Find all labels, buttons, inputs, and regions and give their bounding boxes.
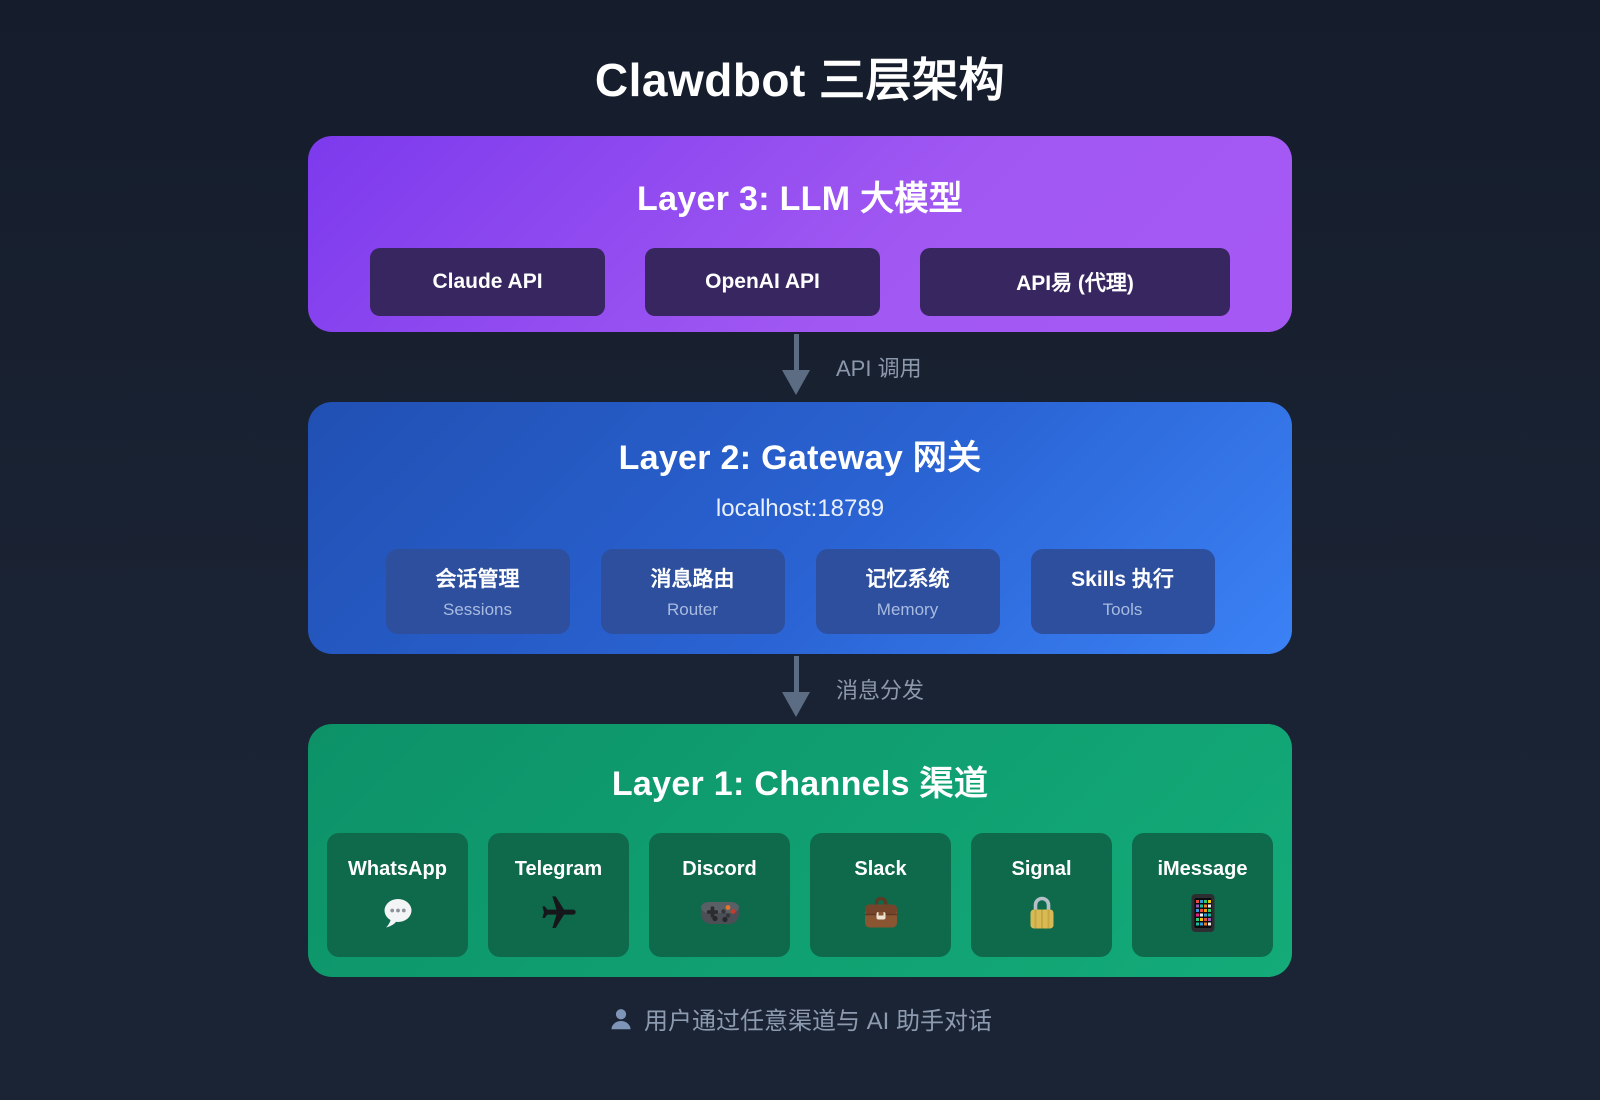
memory-chip-title: 记忆系统 — [865, 568, 950, 591]
discord-chip-label: Discord — [682, 857, 757, 880]
layer2-chip-row: 会话管理 Sessions 消息路由 Router 记忆系统 Memory Sk… — [308, 549, 1292, 634]
layer3-card: Layer 3: LLM 大模型 Claude API OpenAI API A… — [308, 136, 1292, 332]
sessions-chip: 会话管理 Sessions — [385, 549, 570, 634]
mobile-phone-icon — [1190, 893, 1216, 933]
openai-api-chip: OpenAI API — [645, 248, 880, 316]
down-arrow-icon — [782, 334, 810, 395]
router-chip-subtitle: Router — [666, 600, 719, 619]
connector-layer2-layer1: 消息分发 — [308, 654, 1292, 724]
layer1-title: Layer 1: Channels 渠道 — [611, 765, 989, 803]
speech-balloon-icon — [379, 893, 417, 933]
layer3-chip-row: Claude API OpenAI API API易 (代理) — [308, 248, 1292, 316]
telegram-chip-label: Telegram — [514, 857, 603, 880]
layer1-card: Layer 1: Channels 渠道 WhatsApp Telegram — [308, 724, 1292, 977]
skills-chip-title: Skills 执行 — [1071, 568, 1174, 591]
slack-chip: Slack — [810, 833, 951, 957]
signal-chip-label: Signal — [1011, 857, 1072, 880]
skills-chip-subtitle: Tools — [1102, 600, 1143, 619]
whatsapp-chip-label: WhatsApp — [348, 857, 447, 880]
connector2-label: 消息分发 — [836, 678, 925, 703]
discord-chip: Discord — [649, 833, 790, 957]
layer1-chip-row: WhatsApp Telegram — [308, 833, 1292, 957]
claude-api-chip: Claude API — [370, 248, 605, 316]
memory-chip: 记忆系统 Memory — [815, 549, 1000, 634]
imessage-chip-label: iMessage — [1157, 857, 1248, 880]
layer2-card: Layer 2: Gateway 网关 localhost:18789 会话管理… — [308, 402, 1292, 654]
game-controller-icon — [699, 893, 741, 933]
layer2-title: Layer 2: Gateway 网关 — [618, 439, 982, 477]
briefcase-icon — [862, 893, 900, 933]
airplane-icon — [539, 893, 579, 933]
signal-chip: Signal — [971, 833, 1112, 957]
lock-icon — [1026, 893, 1058, 933]
connector1-label: API 调用 — [836, 356, 922, 381]
slack-chip-label: Slack — [854, 857, 907, 880]
footer-note: 用户通过任意渠道与 AI 助手对话 — [0, 1001, 1600, 1036]
whatsapp-chip: WhatsApp — [327, 833, 468, 957]
sessions-chip-subtitle: Sessions — [443, 600, 512, 619]
page-title: Clawdbot 三层架构 — [594, 54, 1006, 106]
memory-chip-subtitle: Memory — [876, 600, 939, 619]
down-arrow-icon — [782, 656, 810, 717]
imessage-chip: iMessage — [1132, 833, 1273, 957]
connector-layer3-layer2: API 调用 — [308, 332, 1292, 402]
router-chip: 消息路由 Router — [600, 549, 785, 634]
layer3-title: Layer 3: LLM 大模型 — [637, 180, 963, 218]
telegram-chip: Telegram — [488, 833, 629, 957]
user-bust-icon — [608, 1006, 634, 1032]
sessions-chip-title: 会话管理 — [435, 568, 520, 591]
apiyi-proxy-chip: API易 (代理) — [920, 248, 1230, 316]
footer-text: 用户通过任意渠道与 AI 助手对话 — [643, 1008, 992, 1035]
skills-chip: Skills 执行 Tools — [1030, 549, 1215, 634]
router-chip-title: 消息路由 — [650, 568, 735, 591]
layer2-endpoint: localhost:18789 — [715, 495, 885, 522]
